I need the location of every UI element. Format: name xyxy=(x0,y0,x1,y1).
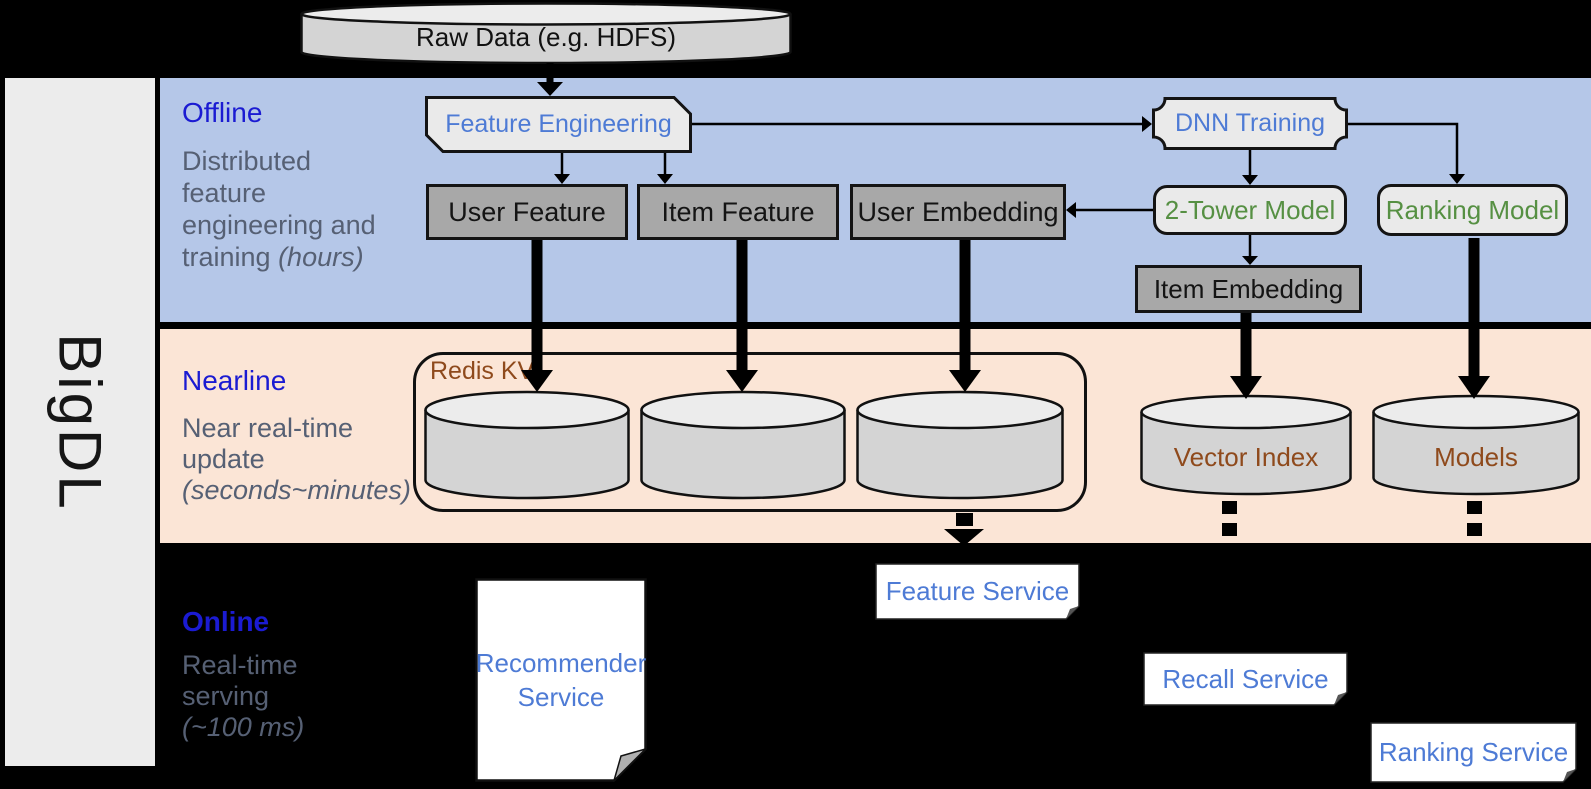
vector-index-label: Vector Index xyxy=(1173,441,1319,472)
plaque-box xyxy=(1152,97,1348,150)
service-feature: Feature Service xyxy=(875,563,1080,620)
database-cylinder-icon xyxy=(640,390,846,500)
snip-corner-box xyxy=(425,96,692,153)
node-feature-engineering: Feature Engineering xyxy=(425,96,692,153)
brand-label: BigDL xyxy=(46,332,114,512)
document-icon xyxy=(1370,722,1577,783)
ranking-service-label: Ranking Service xyxy=(1378,737,1569,767)
node-user-embedding: User Embedding xyxy=(850,184,1066,240)
offline-description: Distributed feature engineering and trai… xyxy=(182,145,376,273)
dnn-training-label: DNN Training xyxy=(1174,109,1326,137)
database-cylinder-icon xyxy=(1372,394,1580,496)
nearline-desc-line2: update xyxy=(182,444,265,474)
database-cylinder-icon xyxy=(300,2,792,64)
service-recall: Recall Service xyxy=(1143,652,1348,706)
database-cylinder-icon xyxy=(1140,394,1352,496)
document-icon xyxy=(875,563,1080,620)
raw-data-store: Raw Data (e.g. HDFS) xyxy=(300,2,792,64)
redis-kv-container xyxy=(413,352,1087,512)
node-two-tower-model: 2-Tower Model xyxy=(1153,185,1347,235)
online-desc-line2: serving xyxy=(182,681,270,711)
offline-desc-line1: Distributed xyxy=(182,146,312,176)
node-item-feature: Item Feature xyxy=(637,184,839,240)
node-user-feature: User Feature xyxy=(426,184,628,240)
models-label: Models xyxy=(1434,441,1518,472)
service-ranking: Ranking Service xyxy=(1370,722,1577,783)
user-feature-label: User Feature xyxy=(448,196,606,227)
database-cylinder-icon xyxy=(424,390,630,500)
feature-service-label: Feature Service xyxy=(885,576,1070,606)
database-cylinder-icon xyxy=(856,390,1064,500)
node-item-embedding: Item Embedding xyxy=(1135,265,1362,313)
recall-service-label: Recall Service xyxy=(1162,663,1329,694)
redis-cylinder-3 xyxy=(856,390,1064,500)
nearline-desc-line1: Near real-time xyxy=(182,413,354,443)
item-feature-label: Item Feature xyxy=(661,196,815,227)
redis-cylinder-2 xyxy=(640,390,846,500)
raw-data-label: Raw Data (e.g. HDFS) xyxy=(415,21,677,52)
redis-cylinder-1 xyxy=(424,390,630,500)
node-dnn-training: DNN Training xyxy=(1152,97,1348,150)
offline-title: Offline xyxy=(182,97,263,128)
online-desc-line1: Real-time xyxy=(182,650,298,680)
document-icon xyxy=(475,578,647,782)
nearline-desc-line3: (seconds~minutes) xyxy=(182,475,411,505)
bigdl-sidebar: BigDL xyxy=(5,78,155,766)
service-recommender: Recommender Service xyxy=(475,578,647,782)
online-description: Real-time serving (~100 ms) xyxy=(182,650,304,743)
recommender-service-label: Recommender Service xyxy=(475,648,647,712)
feature-engineering-label: Feature Engineering xyxy=(445,110,672,138)
item-embedding-label: Item Embedding xyxy=(1153,273,1344,304)
online-desc-line3: (~100 ms) xyxy=(182,712,305,742)
user-embedding-label: User Embedding xyxy=(857,196,1059,227)
offline-desc-line2: feature xyxy=(182,178,267,208)
offline-desc-line3: engineering and xyxy=(182,210,376,240)
offline-desc-line4: training (hours) xyxy=(182,242,364,272)
nearline-title: Nearline xyxy=(182,365,287,396)
ranking-model-label: Ranking Model xyxy=(1385,194,1560,225)
online-title: Online xyxy=(182,606,270,637)
nearline-description: Near real-time update (seconds~minutes) xyxy=(182,413,411,506)
models-store: Models xyxy=(1372,394,1580,496)
vector-index-store: Vector Index xyxy=(1140,394,1352,496)
document-icon xyxy=(1143,652,1348,706)
redis-kv-label: Redis KV xyxy=(430,357,535,385)
node-ranking-model: Ranking Model xyxy=(1377,184,1568,236)
two-tower-model-label: 2-Tower Model xyxy=(1164,194,1336,225)
